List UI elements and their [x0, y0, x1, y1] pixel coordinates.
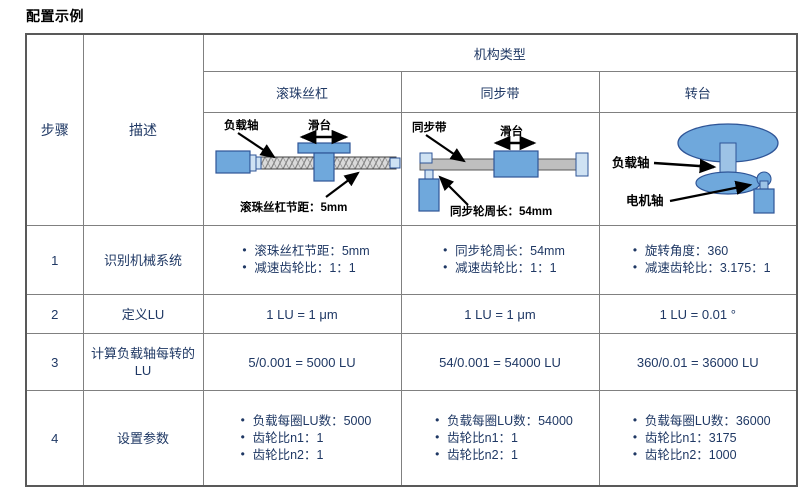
table-row: 1 识别机械系统 滚珠丝杠节距：5mm 减速齿轮比：1：1 同步轮周长：54mm…: [25, 225, 799, 295]
list-item: 减速齿轮比：1：1: [441, 259, 565, 277]
header-cell-description: 描述: [82, 33, 204, 226]
ballscrew-diagram: 负载轴 滑台 滚珠丝杠节距：5mm: [208, 115, 400, 223]
list-item: 减速齿轮比：3.175：1: [631, 259, 771, 277]
row-cell-belt: 同步轮周长：54mm 减速齿轮比：1：1: [400, 225, 600, 295]
list-item: 齿轮比n2：1: [239, 446, 372, 464]
list-item: 齿轮比n2：1000: [631, 446, 771, 464]
turntable-load-shaft-label: 负载轴: [612, 155, 650, 170]
belt-slide-label: 滑台: [500, 124, 523, 138]
row-step-number: 2: [25, 294, 84, 334]
list-item: 负载每圈LU数：54000: [433, 412, 573, 430]
list-item: 负载每圈LU数：36000: [631, 412, 771, 430]
ballscrew-slide-label: 滑台: [308, 118, 331, 132]
row-description: 设置参数: [82, 390, 204, 487]
row-cell-turntable: 负载每圈LU数：36000 齿轮比n1：3175 齿轮比n2：1000: [598, 390, 799, 487]
header-ballscrew-label: 滚珠丝杠: [275, 85, 328, 101]
header-cell-step: 步骤: [25, 33, 84, 226]
turntable-motor-shaft-label: 电机轴: [626, 193, 664, 208]
row-description: 识别机械系统: [82, 225, 204, 295]
bullet-list: 负载每圈LU数：36000 齿轮比n1：3175 齿轮比n2：1000: [625, 412, 771, 464]
row-cell-ballscrew: 滚珠丝杠节距：5mm 减速齿轮比：1：1: [202, 225, 402, 295]
turntable-diagram: 负载轴 电机轴: [604, 115, 793, 223]
table-row: 3 计算负载轴每转的LU 5/0.001 = 5000 LU 54/0.001 …: [25, 333, 799, 391]
header-row-mechanism-names: 滚珠丝杠 同步带 转台: [26, 71, 799, 113]
diagram-cell-ballscrew: 负载轴 滑台 滚珠丝杠节距：5mm: [202, 112, 402, 226]
diagram-cell-belt: 同步带 滑台 同步轮周长：54mm: [400, 112, 600, 226]
header-belt-label: 同步带: [480, 85, 520, 101]
bullet-list: 滚珠丝杠节距：5mm 减速齿轮比：1：1: [234, 242, 369, 277]
list-item: 减速齿轮比：1：1: [240, 259, 369, 277]
header-cell-ballscrew: 滚珠丝杠: [202, 71, 402, 113]
belt-diagram: 同步带 滑台 同步轮周长：54mm: [406, 115, 595, 223]
row-description: 计算负载轴每转的LU: [82, 333, 204, 391]
page-title: 配置示例: [26, 8, 84, 24]
header-step-label: 步骤: [40, 122, 69, 138]
list-item: 负载每圈LU数：5000: [239, 412, 372, 430]
row-cell-belt: 负载每圈LU数：54000 齿轮比n1：1 齿轮比n2：1: [400, 390, 600, 487]
row-step-number: 4: [25, 390, 84, 487]
row-description: 定义LU: [82, 294, 204, 334]
list-item: 齿轮比n1：3175: [631, 429, 771, 447]
belt-circumference-label: 同步轮周长：54mm: [450, 204, 552, 218]
belt-belt-label: 同步带: [412, 120, 447, 134]
ballscrew-load-shaft-label: 负载轴: [224, 118, 259, 132]
table-row: 2 定义LU 1 LU = 1 μm 1 LU = 1 μm 1 LU = 0.…: [25, 294, 799, 334]
bullet-list: 同步轮周长：54mm 减速齿轮比：1：1: [435, 242, 565, 277]
row-cell-turntable: 旋转角度：360 减速齿轮比：3.175：1: [598, 225, 799, 295]
bullet-list: 旋转角度：360 减速齿轮比：3.175：1: [625, 242, 771, 277]
configuration-table: 步骤 描述 机构类型 滚珠丝杠 同步带 转台: [25, 33, 799, 487]
row-cell-turntable: 360/0.01 = 36000 LU: [598, 333, 799, 391]
list-item: 齿轮比n2：1: [433, 446, 573, 464]
row-step-number: 1: [25, 225, 84, 295]
table-row: 4 设置参数 负载每圈LU数：5000 齿轮比n1：1 齿轮比n2：1 负载每圈…: [25, 390, 799, 487]
header-description-label: 描述: [129, 122, 157, 138]
diagram-cell-turntable: 负载轴 电机轴: [598, 112, 799, 226]
header-cell-mechanism-type: 机构类型: [202, 33, 799, 72]
row-cell-ballscrew: 5/0.001 = 5000 LU: [202, 333, 402, 391]
header-cell-turntable: 转台: [598, 71, 799, 113]
bullet-list: 负载每圈LU数：5000 齿轮比n1：1 齿轮比n2：1: [233, 412, 372, 464]
list-item: 同步轮周长：54mm: [441, 242, 565, 260]
list-item: 滚珠丝杠节距：5mm: [240, 242, 369, 260]
header-mechanism-type-label: 机构类型: [473, 46, 526, 62]
ballscrew-pitch-label: 滚珠丝杠节距：5mm: [240, 200, 347, 214]
list-item: 齿轮比n1：1: [433, 429, 573, 447]
header-turntable-label: 转台: [684, 85, 711, 101]
header-row-mechanism-type: 步骤 描述 机构类型: [25, 33, 799, 226]
row-cell-ballscrew: 负载每圈LU数：5000 齿轮比n1：1 齿轮比n2：1: [202, 390, 402, 487]
row-cell-ballscrew: 1 LU = 1 μm: [202, 294, 402, 334]
row-step-number: 3: [25, 333, 84, 391]
row-cell-belt: 1 LU = 1 μm: [400, 294, 600, 334]
row-cell-belt: 54/0.001 = 54000 LU: [400, 333, 600, 391]
bullet-list: 负载每圈LU数：54000 齿轮比n1：1 齿轮比n2：1: [427, 412, 573, 464]
list-item: 旋转角度：360: [631, 242, 771, 260]
header-cell-belt: 同步带: [400, 71, 600, 113]
list-item: 齿轮比n1：1: [239, 429, 372, 447]
row-cell-turntable: 1 LU = 0.01 °: [598, 294, 799, 334]
